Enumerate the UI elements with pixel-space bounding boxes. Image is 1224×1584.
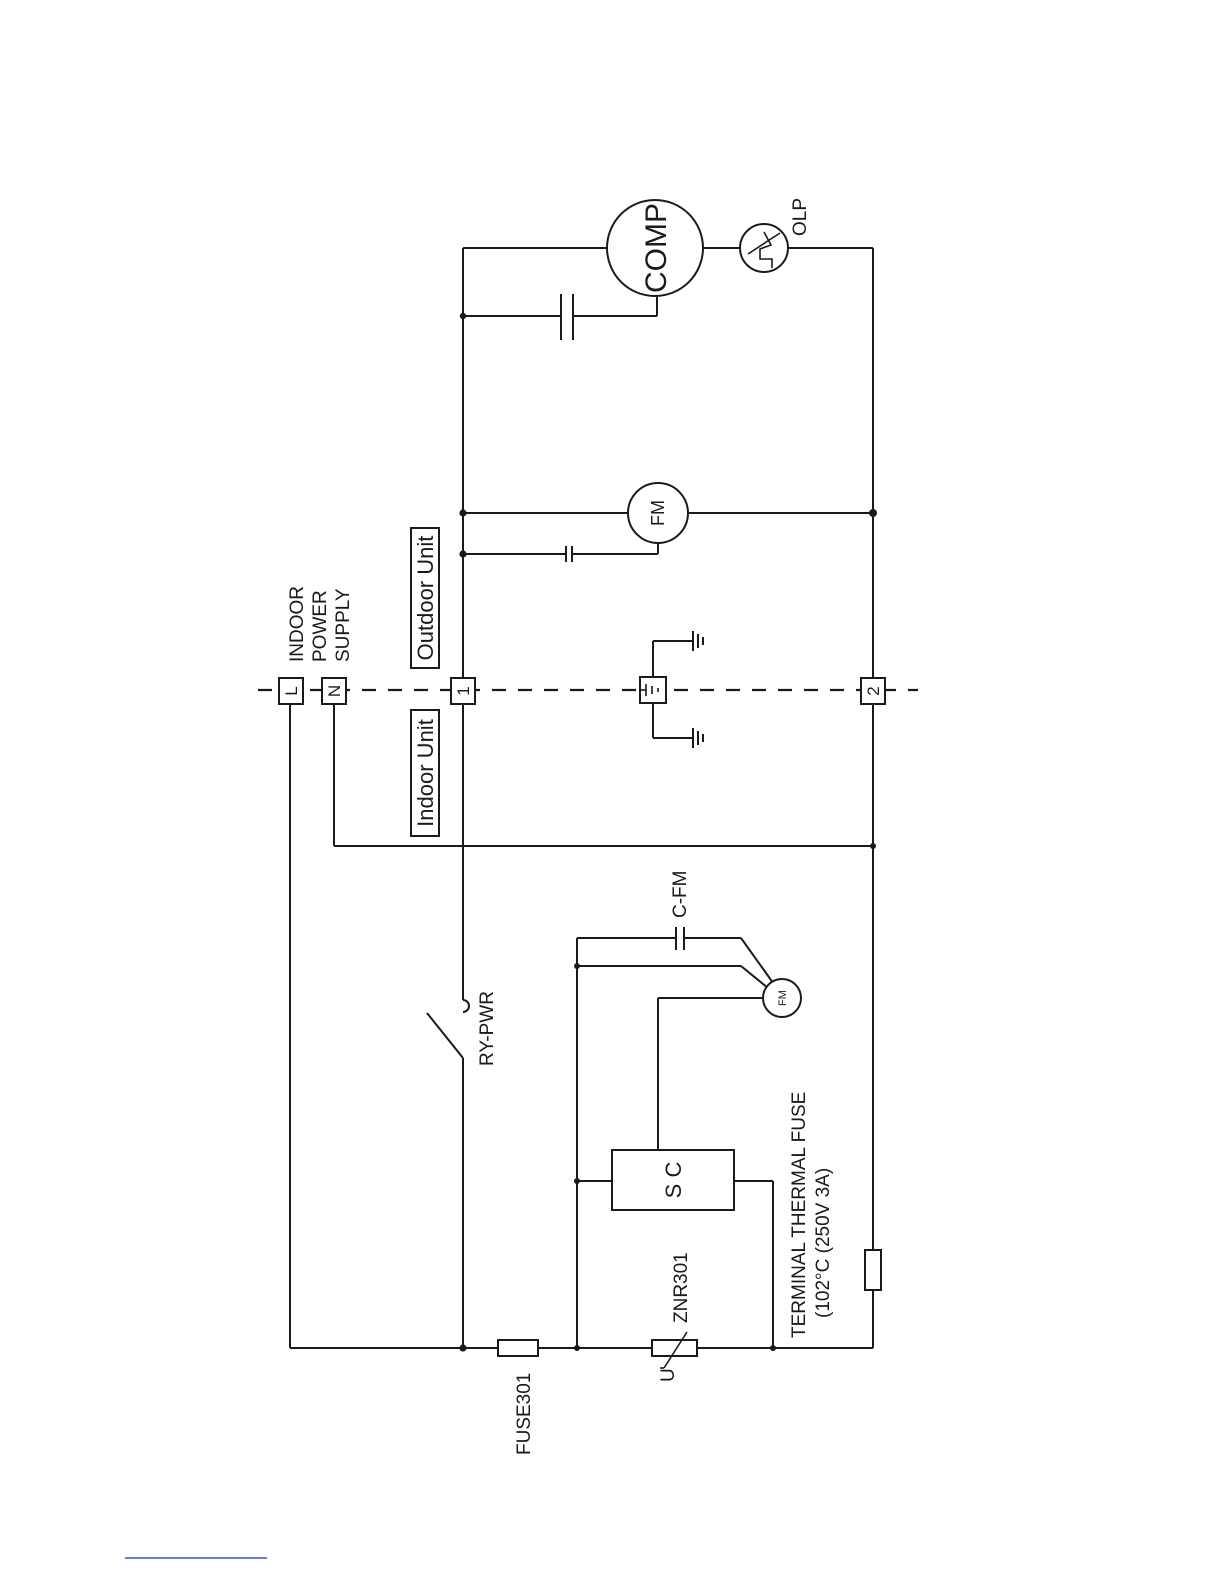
label-outdoor-unit: Outdoor Unit	[413, 536, 438, 661]
ground-symbol-outdoor	[653, 631, 703, 677]
terminal-n: N	[322, 678, 346, 704]
label-fuse301: FUSE301	[514, 1373, 535, 1455]
ground-symbol-indoor	[653, 703, 703, 748]
wire-sc-to-fm	[658, 998, 763, 1150]
label-thermal-fuse-2: (102°C (250V 3A)	[813, 1168, 834, 1318]
label-power-supply-3: SUPPLY	[333, 588, 354, 662]
label-indoor-unit: Indoor Unit	[413, 719, 438, 827]
wire-fm-indoor-run	[577, 966, 768, 988]
fuse301	[498, 1340, 538, 1356]
label-c-fm: C-FM	[670, 871, 691, 918]
svg-text:1: 1	[454, 686, 473, 695]
label-thermal-fuse-1: TERMINAL THERMAL FUSE	[789, 1092, 810, 1338]
capacitor-c-fm	[577, 927, 776, 987]
svg-text:2: 2	[864, 686, 883, 695]
overload-protector-olp	[740, 224, 788, 272]
svg-text:N: N	[325, 685, 344, 697]
outdoor-unit-label-box: Outdoor Unit	[411, 528, 439, 668]
label-fm-outdoor: FM	[648, 500, 668, 526]
ground-terminal	[640, 677, 666, 703]
label-u: U	[658, 1368, 679, 1382]
label-power-supply-1: INDOOR	[287, 586, 308, 662]
label-sc: S C	[661, 1162, 686, 1199]
terminal-1: 1	[451, 678, 475, 704]
wire-sc-to-thermal	[734, 1181, 773, 1348]
label-znr301: ZNR301	[671, 1252, 692, 1323]
svg-text:L: L	[282, 686, 301, 695]
label-power-supply-2: POWER	[310, 590, 331, 662]
indoor-unit-label-box: Indoor Unit	[411, 710, 439, 836]
compressor-capacitor	[463, 294, 657, 340]
label-fm-indoor: FM	[777, 990, 789, 1006]
outdoor-fm-capacitor	[463, 543, 658, 562]
terminal-l: L	[279, 678, 303, 704]
terminal-thermal-fuse	[865, 1250, 881, 1290]
label-olp: OLP	[790, 198, 811, 236]
terminal-2: 2	[861, 678, 885, 704]
label-ry-pwr: RY-PWR	[477, 991, 498, 1066]
label-comp: COMP	[640, 203, 673, 293]
varistor-znr301	[652, 1332, 697, 1368]
relay-ry-pwr	[427, 1000, 469, 1348]
